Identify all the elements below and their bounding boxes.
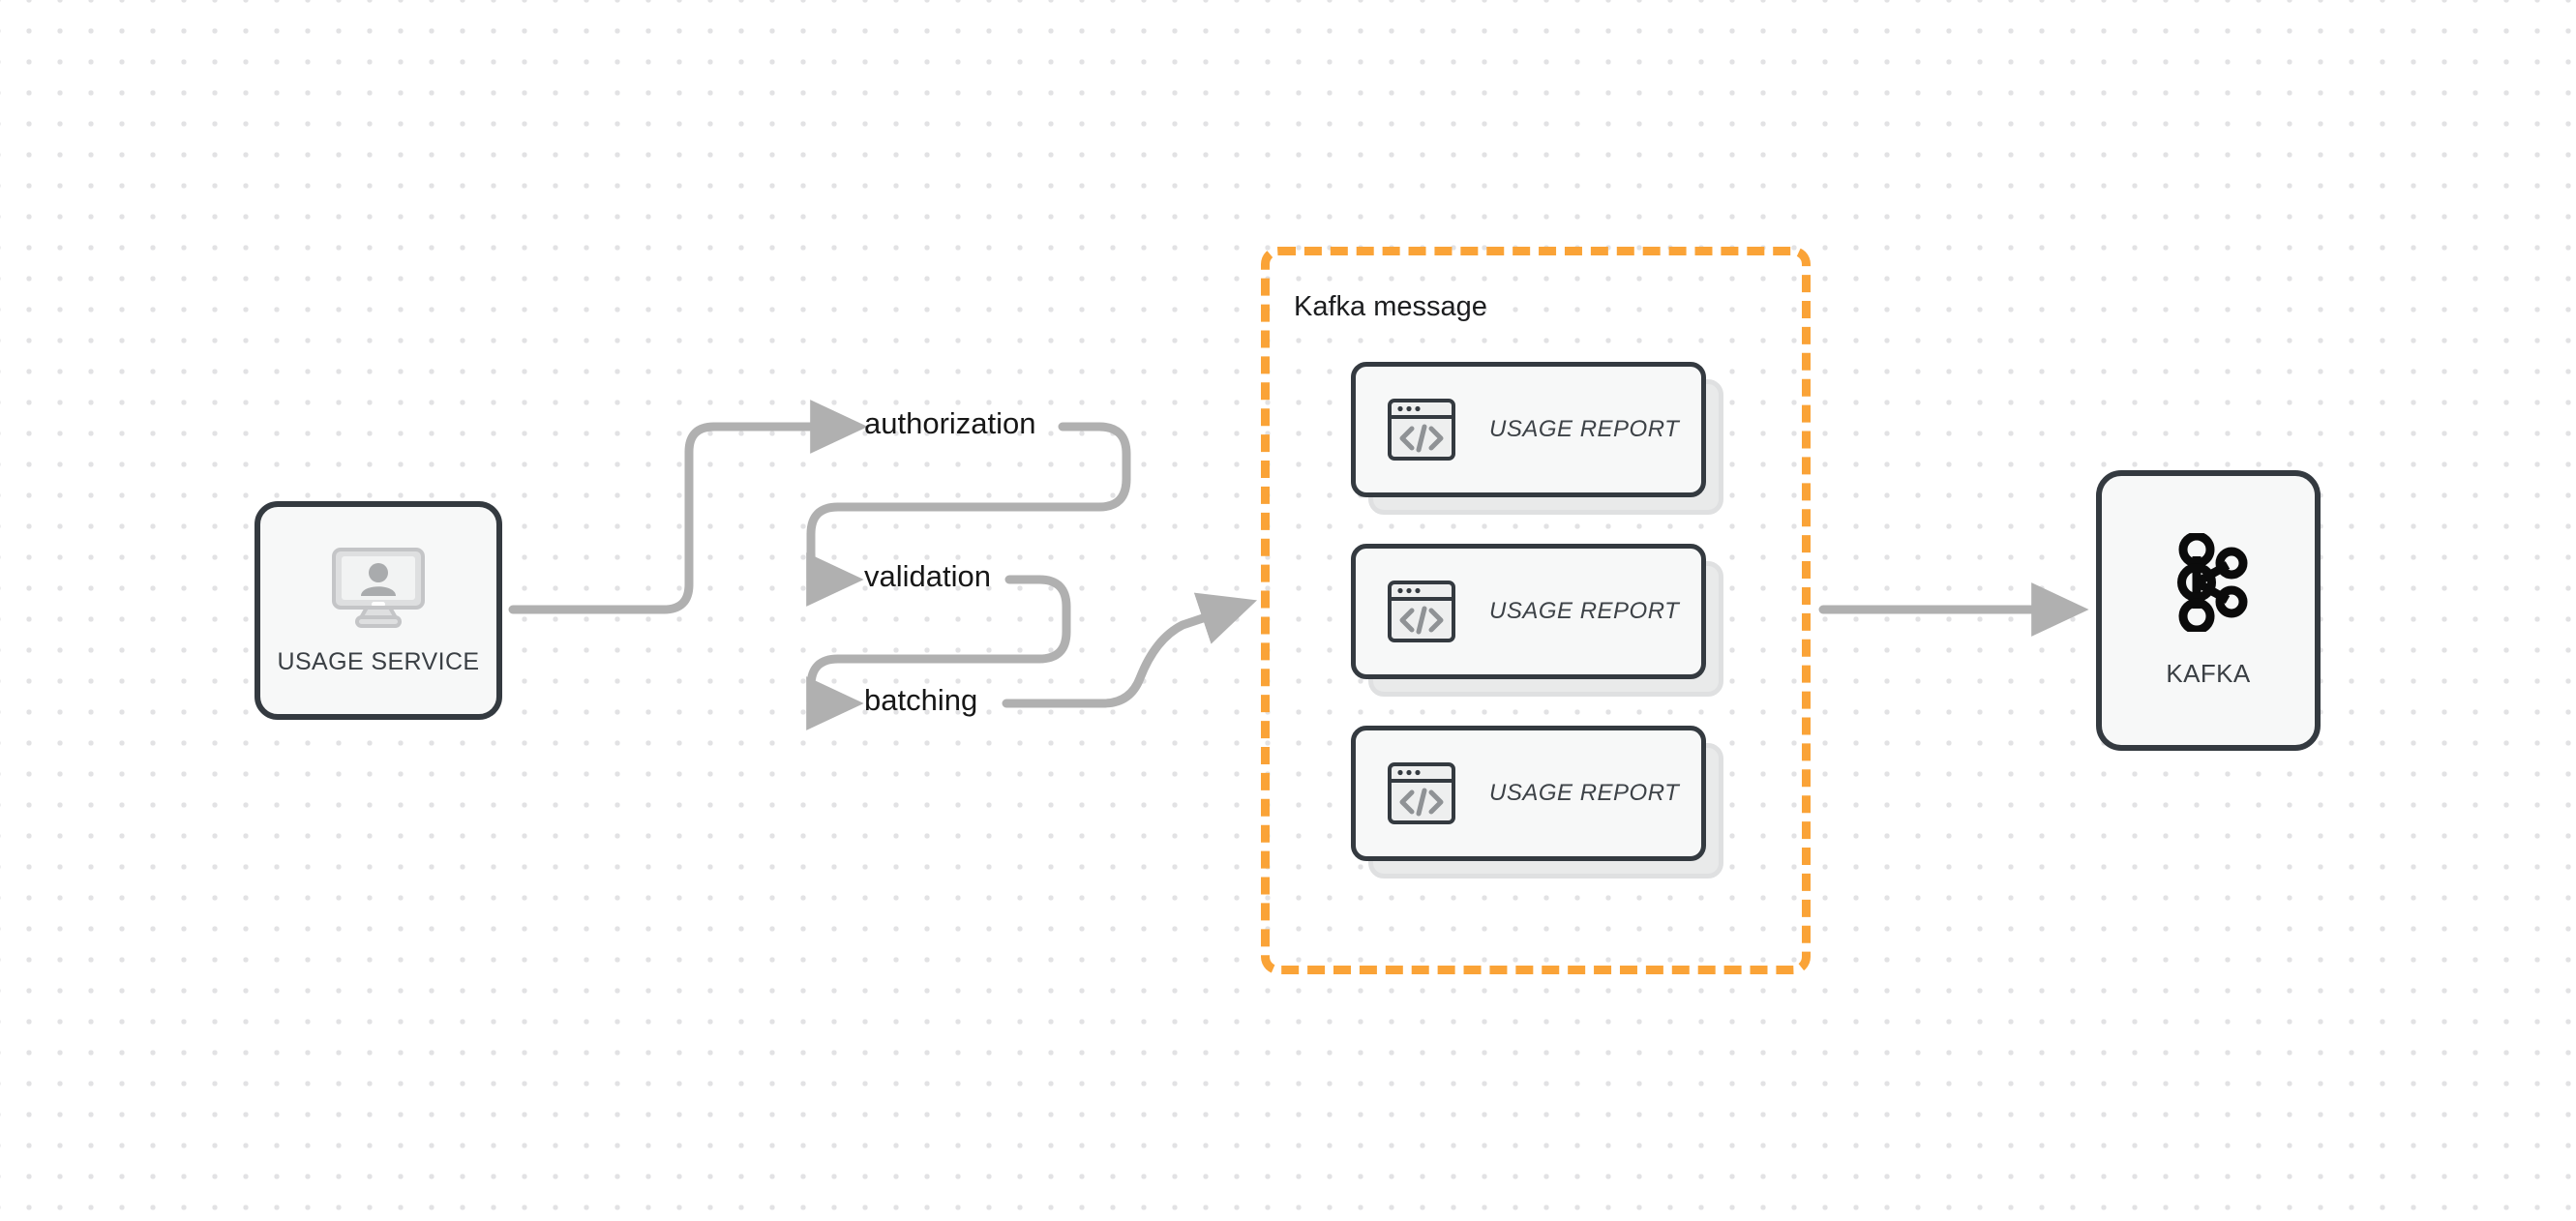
group-kafka-message-title: Kafka message	[1294, 291, 1487, 322]
card-usage-report[interactable]: USAGE REPORT	[1351, 726, 1723, 879]
monitor-user-icon	[328, 546, 429, 629]
code-window-icon	[1356, 577, 1456, 646]
edge-batching-to-kafka-message	[1002, 592, 1258, 708]
group-kafka-message[interactable]	[1261, 247, 1811, 974]
node-kafka[interactable]: KAFKA	[2096, 470, 2321, 751]
code-window-icon	[1356, 395, 1456, 464]
node-usage-service-label: USAGE SERVICE	[277, 647, 480, 675]
card-face[interactable]: USAGE REPORT	[1351, 726, 1706, 861]
card-usage-report[interactable]: USAGE REPORT	[1351, 544, 1723, 697]
edge-usage-service-to-authorization	[508, 400, 868, 614]
card-usage-report-label: USAGE REPORT	[1489, 416, 1680, 442]
kafka-logo-icon	[2164, 532, 2253, 632]
card-face[interactable]: USAGE REPORT	[1351, 362, 1706, 497]
code-window-icon	[1356, 759, 1456, 828]
node-usage-service[interactable]: USAGE SERVICE	[255, 501, 502, 720]
card-usage-report-label: USAGE REPORT	[1489, 598, 1680, 624]
stage-label-batching[interactable]: batching	[864, 683, 978, 717]
edge-authorization-to-validation	[806, 422, 1131, 607]
stage-label-validation[interactable]: validation	[864, 559, 991, 593]
node-kafka-label: KAFKA	[2166, 658, 2251, 688]
card-usage-report-label: USAGE REPORT	[1489, 780, 1680, 806]
stage-label-authorization[interactable]: authorization	[864, 406, 1036, 440]
card-face[interactable]: USAGE REPORT	[1351, 544, 1706, 679]
card-usage-report[interactable]: USAGE REPORT	[1351, 362, 1723, 515]
